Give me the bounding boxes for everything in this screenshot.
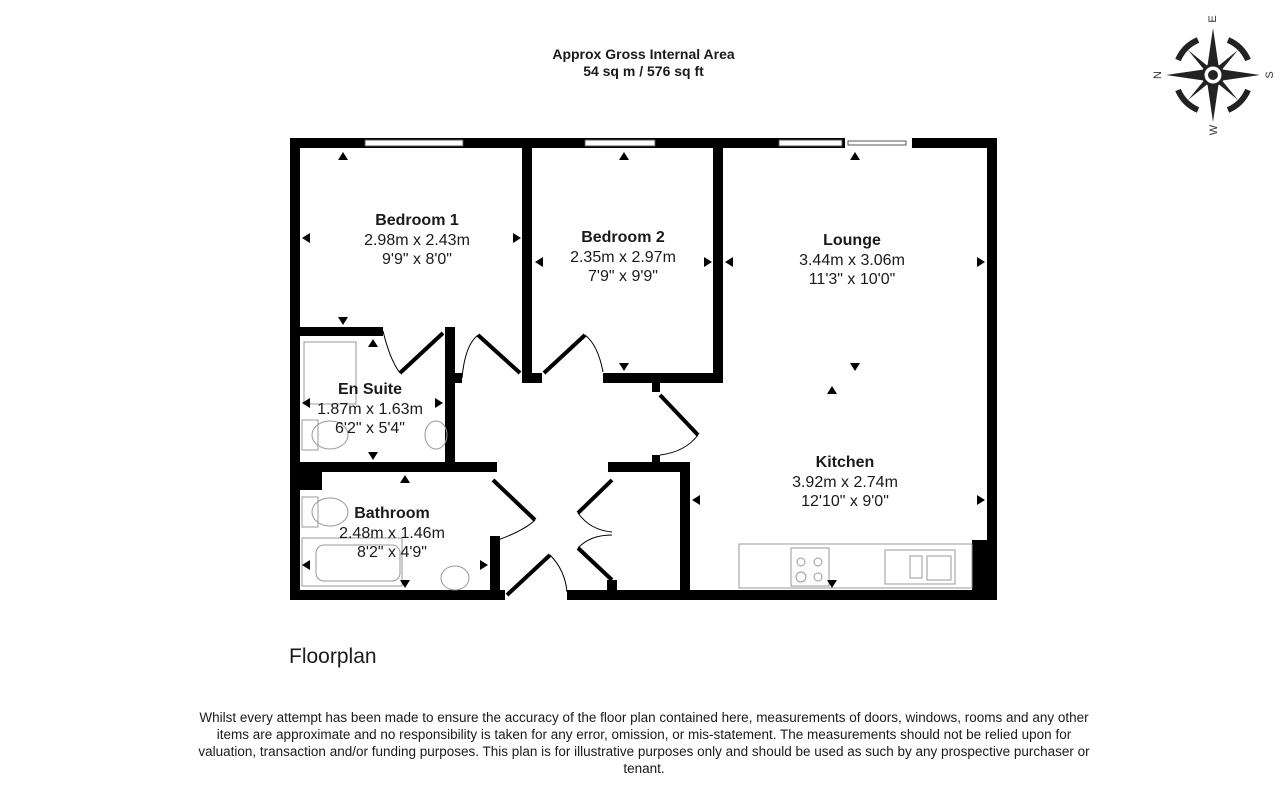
- hob: [790, 547, 830, 587]
- svg-text:En Suite: En Suite: [338, 381, 402, 398]
- bathroom-toilet: [311, 497, 349, 527]
- svg-text:Bedroom 2: Bedroom 2: [581, 229, 665, 246]
- svg-text:3.44m x 3.06m: 3.44m x 3.06m: [799, 252, 905, 269]
- room-bathroom: Bathroom 2.48m x 1.46m 8'2" x 4'9": [339, 505, 445, 561]
- svg-text:Bathroom: Bathroom: [354, 505, 430, 522]
- compass-w: W: [1208, 124, 1220, 135]
- svg-text:2.98m x 2.43m: 2.98m x 2.43m: [364, 232, 470, 249]
- svg-text:7'9" x 9'9": 7'9" x 9'9": [588, 268, 658, 285]
- area-header: Approx Gross Internal Area 54 sq m / 576…: [0, 46, 1287, 80]
- room-en-suite: En Suite 1.87m x 1.63m 6'2" x 5'4": [317, 381, 423, 437]
- compass-s: S: [1264, 71, 1276, 78]
- floorplan: Bedroom 1 2.98m x 2.43m 9'9" x 8'0" Bedr…: [290, 138, 997, 600]
- room-kitchen: Kitchen 3.92m x 2.74m 12'10" x 9'0": [792, 454, 898, 510]
- compass-n: N: [1152, 71, 1164, 79]
- svg-text:2.48m x 1.46m: 2.48m x 1.46m: [339, 525, 445, 542]
- svg-text:11'3" x 10'0": 11'3" x 10'0": [809, 271, 896, 288]
- svg-text:Kitchen: Kitchen: [816, 454, 875, 471]
- room-bedroom-1: Bedroom 1 2.98m x 2.43m 9'9" x 8'0": [364, 212, 470, 268]
- bathroom-sink: [440, 565, 470, 591]
- walls: [290, 138, 997, 600]
- shower-tray: [303, 341, 357, 405]
- area-value: 54 sq m / 576 sq ft: [583, 63, 704, 79]
- svg-text:Bedroom 1: Bedroom 1: [375, 212, 459, 229]
- doors: [382, 330, 700, 597]
- floorplan-caption: Floorplan: [289, 645, 377, 668]
- svg-text:9'9" x 8'0": 9'9" x 8'0": [382, 251, 452, 268]
- bath: [301, 537, 403, 587]
- svg-text:12'10" x 9'0": 12'10" x 9'0": [801, 493, 889, 510]
- windows: [364, 139, 907, 147]
- fixtures: [301, 341, 973, 591]
- kitchen-sink: [884, 549, 956, 585]
- svg-text:Lounge: Lounge: [823, 232, 881, 249]
- svg-text:2.35m x 2.97m: 2.35m x 2.97m: [570, 249, 676, 266]
- ensuite-sink: [424, 420, 448, 450]
- room-bedroom-2: Bedroom 2 2.35m x 2.97m 7'9" x 9'9": [570, 229, 676, 285]
- svg-text:6'2" x 5'4": 6'2" x 5'4": [335, 420, 405, 437]
- svg-text:8'2" x 4'9": 8'2" x 4'9": [357, 544, 427, 561]
- ensuite-toilet: [311, 420, 349, 450]
- compass-e: E: [1207, 15, 1219, 22]
- compass-icon: E N S W: [1152, 15, 1276, 135]
- area-title: Approx Gross Internal Area: [552, 46, 735, 62]
- disclaimer: Whilst every attempt has been made to en…: [198, 710, 1090, 776]
- svg-text:1.87m x 1.63m: 1.87m x 1.63m: [317, 401, 423, 418]
- kitchen-worktop: [738, 543, 973, 589]
- svg-text:3.92m x 2.74m: 3.92m x 2.74m: [792, 474, 898, 491]
- room-lounge: Lounge 3.44m x 3.06m 11'3" x 10'0": [799, 232, 905, 288]
- measure-arrows: [302, 152, 985, 588]
